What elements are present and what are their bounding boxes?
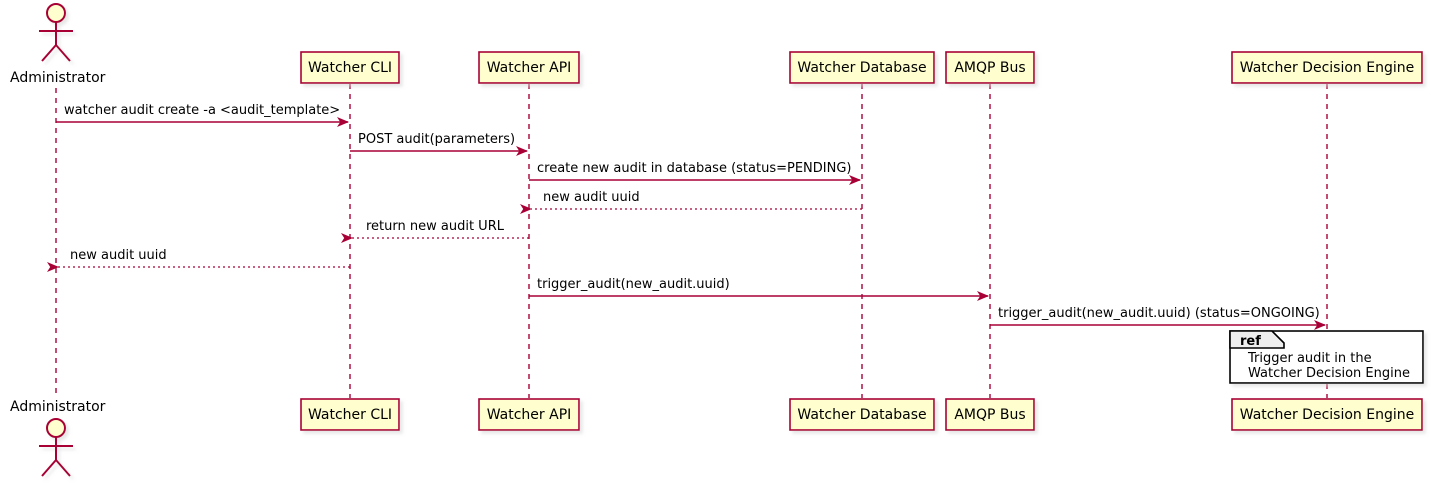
actor-administrator-top[interactable] xyxy=(39,3,73,62)
message-label: watcher audit create -a <audit_template> xyxy=(64,103,340,118)
participant-label-watcher-decision-engine-top: Watcher Decision Engine xyxy=(1240,60,1414,76)
actor-label-administrator-bottom: Administrator xyxy=(10,399,106,415)
ref-fragment-line-1: Trigger audit in the xyxy=(1247,351,1372,366)
message-label: trigger_audit(new_audit.uuid) (status=ON… xyxy=(998,306,1320,321)
participant-box-rect xyxy=(945,51,1035,84)
actor-head-icon xyxy=(46,418,66,438)
message-6[interactable]: new audit uuid xyxy=(47,248,350,272)
participant-box-rect xyxy=(1231,51,1423,84)
message-4[interactable]: new audit uuid xyxy=(520,190,862,214)
participant-box-rect xyxy=(300,51,400,84)
participant-box-amqp-bus-top[interactable] xyxy=(945,51,1035,84)
message-2[interactable]: POST audit(parameters) xyxy=(350,132,528,156)
participant-box-amqp-bus-bottom[interactable] xyxy=(945,398,1035,431)
actor-right-leg-line xyxy=(55,459,71,477)
message-8[interactable]: trigger_audit(new_audit.uuid) (status=ON… xyxy=(990,306,1326,330)
participant-box-rect xyxy=(789,51,935,84)
ref-fragment-keyword: ref xyxy=(1240,334,1261,349)
participant-label-watcher-cli-bottom: Watcher CLI xyxy=(308,407,392,423)
participant-box-rect xyxy=(478,398,580,431)
participant-box-rect xyxy=(789,398,935,431)
message-1[interactable]: watcher audit create -a <audit_template> xyxy=(56,103,349,127)
actor-right-leg-line xyxy=(55,44,71,62)
participant-box-rect xyxy=(945,398,1035,431)
message-label: new audit uuid xyxy=(70,248,167,263)
participant-box-watcher-decision-engine-top[interactable] xyxy=(1231,51,1423,84)
actor-head-icon xyxy=(46,3,66,23)
ref-fragment[interactable]: ref Trigger audit in the Watcher Decisio… xyxy=(1229,330,1424,384)
participant-label-watcher-api-bottom: Watcher API xyxy=(487,407,572,423)
lifelines-group xyxy=(55,84,1328,398)
ref-fragment-line-2: Watcher Decision Engine xyxy=(1248,366,1410,381)
participant-label-watcher-database-bottom: Watcher Database xyxy=(797,407,926,423)
message-label: create new audit in database (status=PEN… xyxy=(537,161,852,176)
participant-box-watcher-database-top[interactable] xyxy=(789,51,935,84)
participant-box-watcher-cli-top[interactable] xyxy=(300,51,400,84)
participant-box-rect xyxy=(1231,398,1423,431)
participant-box-watcher-cli-bottom[interactable] xyxy=(300,398,400,431)
actor-left-leg-line xyxy=(41,44,57,62)
participant-box-watcher-database-bottom[interactable] xyxy=(789,398,935,431)
actor-administrator-bottom[interactable] xyxy=(39,418,73,477)
ref-fragment-tab xyxy=(1229,330,1285,349)
message-label: new audit uuid xyxy=(543,190,640,205)
participant-label-watcher-cli-top: Watcher CLI xyxy=(308,60,392,76)
message-label: POST audit(parameters) xyxy=(358,132,515,147)
message-7[interactable]: trigger_audit(new_audit.uuid) xyxy=(529,277,989,301)
participant-label-watcher-decision-engine-bottom: Watcher Decision Engine xyxy=(1240,407,1414,423)
message-label: trigger_audit(new_audit.uuid) xyxy=(537,277,730,292)
actor-left-leg-line xyxy=(41,459,57,477)
participant-label-amqp-bus-bottom: AMQP Bus xyxy=(954,407,1025,423)
participant-label-watcher-database-top: Watcher Database xyxy=(797,60,926,76)
participant-box-watcher-decision-engine-bottom[interactable] xyxy=(1231,398,1423,431)
participant-box-watcher-api-top[interactable] xyxy=(478,51,580,84)
participant-box-watcher-api-bottom[interactable] xyxy=(478,398,580,431)
message-label: return new audit URL xyxy=(366,219,505,234)
message-5[interactable]: return new audit URL xyxy=(341,219,529,243)
participant-label-amqp-bus-top: AMQP Bus xyxy=(954,60,1025,76)
actor-label-administrator-top: Administrator xyxy=(10,70,106,86)
participant-box-rect xyxy=(478,51,580,84)
participant-label-watcher-api-top: Watcher API xyxy=(487,60,572,76)
message-3[interactable]: create new audit in database (status=PEN… xyxy=(529,161,861,185)
participant-box-rect xyxy=(300,398,400,431)
